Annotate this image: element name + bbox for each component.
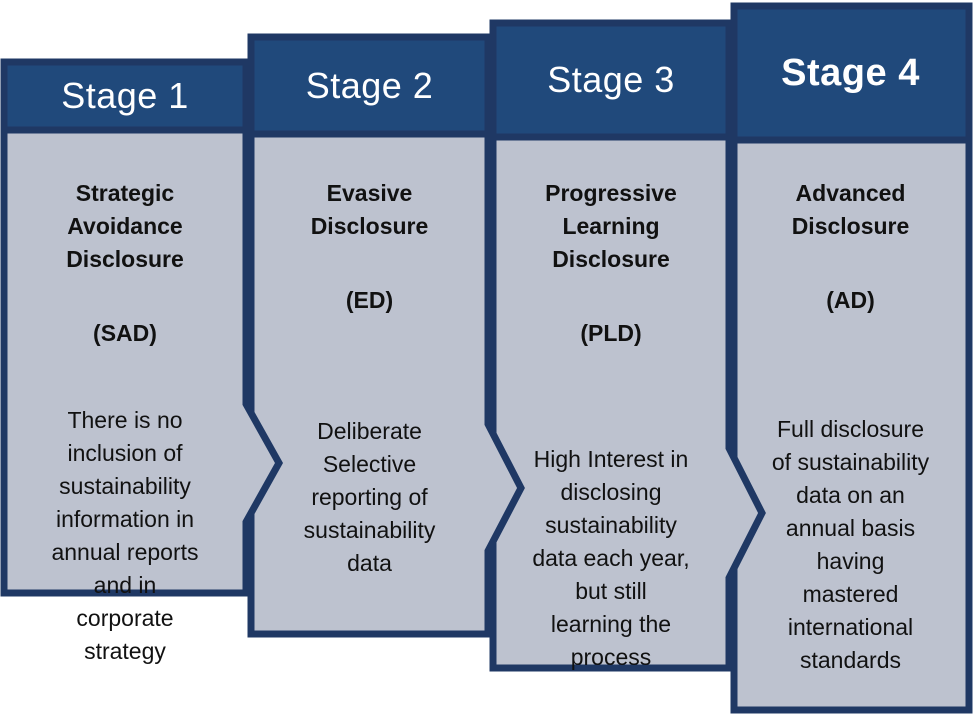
- stage-2-body: Evasive Disclosure (ED) Deliberate Selec…: [255, 144, 484, 613]
- stage-3-title: Progressive Learning Disclosure: [545, 180, 677, 272]
- stage-1-header-label: Stage 1: [61, 75, 189, 116]
- stage-2-abbreviation: (ED): [345, 287, 394, 313]
- stage-1-description: There is no inclusion of sustainability …: [51, 407, 199, 664]
- stage-3-abbreviation: (PLD): [580, 320, 642, 346]
- stage-3-header-shape: [489, 19, 733, 141]
- stage-1-abbreviation: (SAD): [93, 320, 157, 346]
- stage-4-body: Advanced Disclosure (AD) Full disclosure…: [738, 144, 963, 710]
- stage-4-abbreviation: (AD): [826, 287, 875, 313]
- stage-2-header-label: Stage 2: [305, 64, 434, 106]
- stage-3-body: Progressive Learning Disclosure (PLD) Hi…: [497, 144, 725, 707]
- stage-3-header-label: Stage 3: [547, 59, 675, 100]
- stage-1-header-shape: [0, 58, 250, 134]
- stage-3-shape: [489, 19, 766, 672]
- stage-1-title: Strategic Avoidance Disclosure: [66, 180, 184, 272]
- stage-4-description: Full disclosure of sustainability data o…: [771, 416, 930, 673]
- stage-1-shape: [0, 58, 284, 597]
- stage-2-header-shape: [247, 33, 492, 138]
- stage-4-header-shape: [730, 2, 973, 144]
- stage-2-title: Evasive Disclosure: [310, 180, 429, 239]
- stage-4-header-label: Stage 4: [781, 51, 920, 94]
- stage-3-description: High Interest in disclosing sustainabili…: [532, 446, 690, 670]
- stage-4-title: Advanced Disclosure: [791, 180, 910, 239]
- stage-1-body: Strategic Avoidance Disclosure (SAD) The…: [8, 144, 242, 701]
- stage-2-shape: [247, 33, 525, 638]
- stage-2-description: Deliberate Selective reporting of sustai…: [303, 418, 436, 576]
- stage-4-shape: [730, 2, 973, 714]
